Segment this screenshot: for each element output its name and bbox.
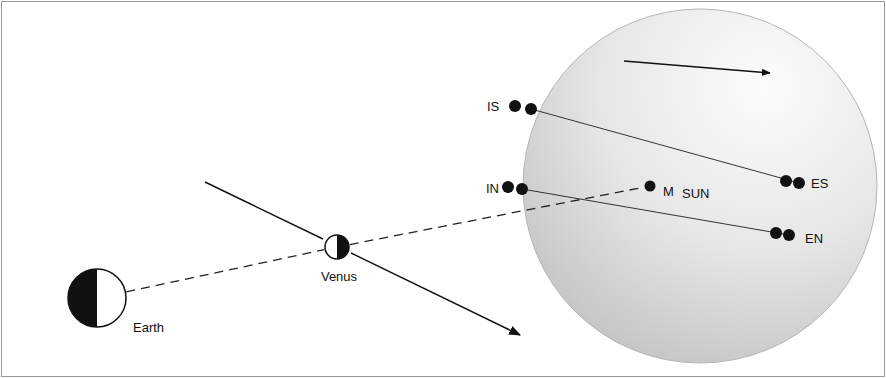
transit-chord	[531, 109, 799, 183]
contact-dot	[770, 227, 782, 239]
midpoint-dot: M	[644, 180, 656, 192]
contact-dot	[525, 103, 537, 115]
contact-dot	[780, 175, 792, 187]
node-label: Earth	[133, 320, 164, 335]
node-label: M	[663, 184, 674, 199]
contact-dot	[502, 181, 514, 193]
contact-label: ES	[811, 176, 828, 191]
earth-disc-outline	[67, 268, 127, 328]
node-label: Venus	[321, 269, 357, 284]
contact-label: IN	[486, 181, 499, 196]
contact-label: IS	[487, 99, 499, 114]
node-label: SUN	[682, 186, 709, 201]
transit-chord	[522, 189, 789, 235]
sight-line	[126, 250, 324, 292]
orbit-line	[205, 182, 323, 239]
earth-disc: Earth	[67, 268, 127, 328]
midpoint-dot-outline	[644, 180, 656, 192]
venus-disc-outline	[324, 234, 350, 260]
venus-disc: Venus	[324, 234, 350, 260]
contact-dot	[516, 183, 528, 195]
contact-label: EN	[805, 231, 823, 246]
orbit-arrow	[351, 253, 520, 335]
contact-dot	[783, 229, 795, 241]
rotation-arrow	[624, 61, 770, 73]
contact-dot	[793, 177, 805, 189]
contact-dot	[509, 100, 521, 112]
